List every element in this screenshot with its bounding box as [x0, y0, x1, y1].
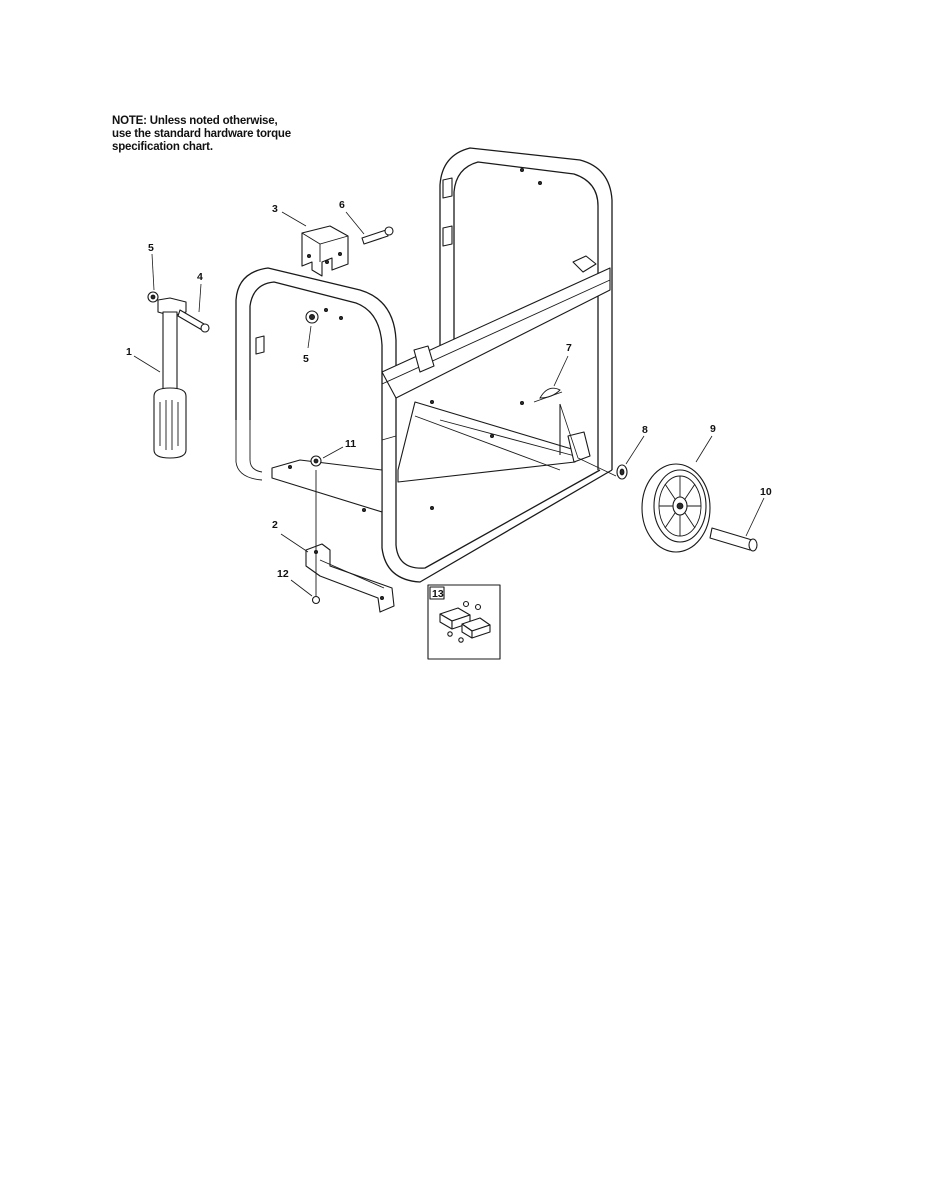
frame-rear-loop: [439, 147, 613, 470]
callout-5a: 5: [148, 242, 154, 254]
callout-8: 8: [642, 424, 648, 436]
note-line-1: NOTE: Unless noted otherwise,: [112, 115, 278, 127]
callout-6: 6: [339, 199, 345, 211]
screw-12-part: [311, 470, 321, 605]
callout-3: 3: [272, 203, 278, 215]
callout-5b: 5: [303, 353, 309, 365]
callout-7: 7: [566, 342, 572, 354]
bolt-6-part: [361, 226, 394, 245]
bracket-2-part: [305, 543, 395, 613]
nut-11-part: [310, 455, 322, 467]
callout-9: 9: [710, 423, 716, 435]
callout-11: 11: [345, 438, 356, 450]
bolt-4-part: [177, 309, 210, 333]
wheel-9-part: [641, 463, 711, 553]
washer-8-part: [616, 464, 628, 480]
nut-5a-part: [147, 291, 159, 303]
leader-lines: [133, 211, 765, 597]
pin-7-part: [533, 387, 563, 403]
kit-13-part: [427, 584, 501, 660]
note-line-3: specification chart.: [112, 141, 213, 153]
frame-front-loop: [235, 267, 613, 583]
callout-10: 10: [760, 486, 772, 498]
frame-base: [235, 399, 591, 513]
torque-note: NOTE: Unless noted otherwise, use the st…: [112, 115, 352, 154]
callout-4: 4: [197, 271, 203, 283]
callout-13: 13: [432, 588, 444, 600]
callout-12: 12: [277, 568, 289, 580]
nut-5b-part: [305, 310, 319, 324]
callout-2: 2: [272, 519, 278, 531]
bracket-3-part: [301, 225, 349, 277]
axle-10-part: [709, 527, 758, 552]
callout-1: 1: [126, 346, 132, 358]
handle-part: [153, 297, 187, 459]
note-line-2: use the standard hardware torque: [112, 128, 291, 140]
frame-top-beam: [381, 255, 611, 399]
